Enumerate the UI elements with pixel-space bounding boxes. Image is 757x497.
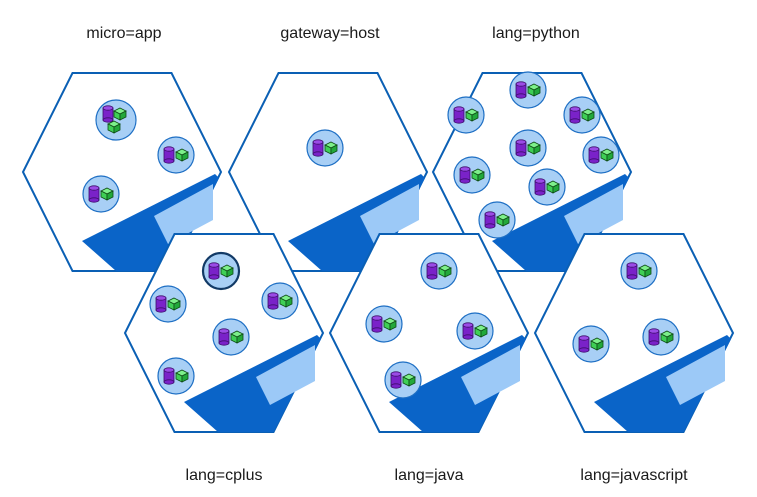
cube-icon [402, 373, 416, 387]
pod[interactable] [157, 357, 195, 395]
database-icon [648, 328, 660, 346]
hexagon-band-light [256, 345, 315, 405]
pod[interactable] [365, 305, 403, 343]
database-icon [626, 262, 638, 280]
cube-icon [324, 141, 338, 155]
pod[interactable] [261, 282, 299, 320]
pod[interactable] [384, 361, 422, 399]
hexagon-band-light [564, 184, 623, 244]
node-label: gateway=host [280, 25, 380, 42]
cube-icon [581, 108, 595, 122]
cube-icon [107, 120, 121, 134]
database-icon [588, 146, 600, 164]
database-icon [208, 262, 220, 280]
pod[interactable] [528, 168, 566, 206]
database-icon [578, 335, 590, 353]
cube-icon [600, 148, 614, 162]
node-label: lang=cplus [186, 467, 263, 484]
pod[interactable] [620, 252, 658, 290]
database-icon [453, 106, 465, 124]
pod[interactable] [509, 129, 547, 167]
database-icon [267, 292, 279, 310]
database-icon [534, 178, 546, 196]
cube-icon [230, 330, 244, 344]
database-icon [484, 211, 496, 229]
pod[interactable] [478, 201, 516, 239]
cube-icon [496, 213, 510, 227]
cube-icon [175, 148, 189, 162]
database-icon [312, 139, 324, 157]
pod[interactable] [212, 318, 250, 356]
hexagon-band-light [360, 184, 419, 244]
database-icon [371, 315, 383, 333]
cube-icon [527, 141, 541, 155]
hexagon-band-dark [82, 174, 219, 271]
pod[interactable] [420, 252, 458, 290]
cube-icon [527, 83, 541, 97]
cube-icon [546, 180, 560, 194]
pod[interactable] [642, 318, 680, 356]
hexagon-band-dark [184, 335, 321, 432]
pod[interactable] [447, 96, 485, 134]
database-icon [390, 371, 402, 389]
cube-icon [438, 264, 452, 278]
pod[interactable] [509, 71, 547, 109]
node-lang-python: lang=python [431, 25, 633, 272]
database-icon [163, 146, 175, 164]
pod[interactable] [563, 96, 601, 134]
database-icon [426, 262, 438, 280]
cube-icon [279, 294, 293, 308]
database-icon [218, 328, 230, 346]
cube-icon [465, 108, 479, 122]
cube-icon [590, 337, 604, 351]
database-icon [155, 295, 167, 313]
database-icon [462, 322, 474, 340]
node-label: lang=java [395, 467, 464, 484]
pod[interactable] [572, 325, 610, 363]
cube-icon [474, 324, 488, 338]
node-lang-javascript: lang=javascript [533, 233, 735, 484]
cube-icon [660, 330, 674, 344]
hexagon-band-light [666, 345, 725, 405]
pod[interactable] [582, 136, 620, 174]
cube-icon [113, 107, 127, 121]
database-icon [88, 185, 100, 203]
database-icon [569, 106, 581, 124]
database-icon [515, 81, 527, 99]
pod[interactable] [157, 136, 195, 174]
hexagon-band-dark [288, 174, 425, 271]
node-gateway-host: gateway=host [227, 25, 429, 272]
pod[interactable] [453, 156, 491, 194]
cube-icon [167, 297, 181, 311]
hexagon-band-dark [492, 174, 629, 271]
pod[interactable] [306, 129, 344, 167]
pod[interactable] [149, 285, 187, 323]
node-micro-app: micro=app [21, 25, 223, 272]
cube-icon [383, 317, 397, 331]
cube-icon [638, 264, 652, 278]
node-label: lang=python [492, 25, 580, 42]
cube-icon [175, 369, 189, 383]
node-lang-cplus: lang=cplus [123, 233, 325, 484]
pod[interactable] [201, 251, 241, 291]
cube-icon [471, 168, 485, 182]
cube-icon [220, 264, 234, 278]
database-icon [102, 105, 114, 123]
hexagon-band-dark [594, 335, 731, 432]
hexagon-band-light [154, 184, 213, 244]
pod[interactable] [456, 312, 494, 350]
database-icon [163, 367, 175, 385]
node-label: lang=javascript [580, 467, 688, 484]
node-label: micro=app [86, 25, 161, 42]
hexagon-band-light [461, 345, 520, 405]
pod[interactable] [95, 99, 137, 141]
cube-icon [100, 187, 114, 201]
database-icon [459, 166, 471, 184]
node-lang-java: lang=java [328, 233, 530, 484]
hexagon-band-dark [389, 335, 526, 432]
pod[interactable] [82, 175, 120, 213]
database-icon [515, 139, 527, 157]
